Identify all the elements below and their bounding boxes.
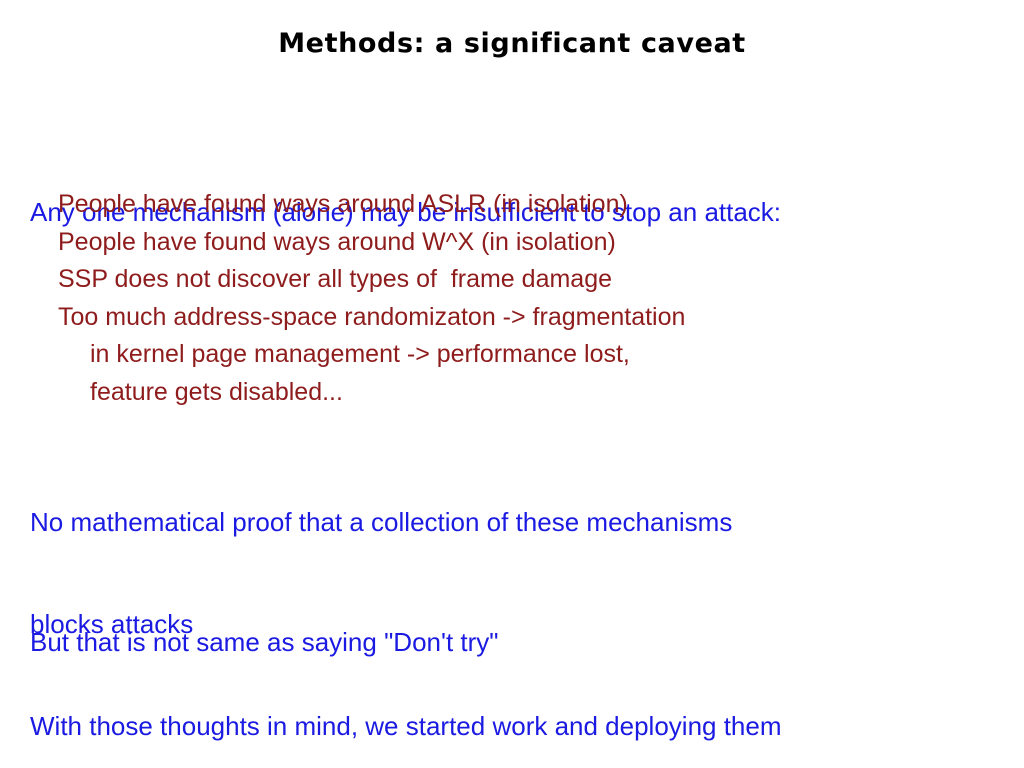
proof-line-2: blocks attacks (30, 609, 194, 639)
but-paragraph: But that is not same as saying "Don't tr… (30, 557, 970, 727)
list-item: SSP does not discover all types of frame… (58, 265, 613, 293)
list-item: feature gets disabled... (90, 377, 343, 406)
intro-line-1: Any one mechanism (alone) may be insuffi… (30, 197, 782, 227)
list-item: Too much address-space randomizaton -> f… (58, 302, 686, 331)
list-item: in kernel page management -> performance… (90, 340, 630, 368)
proof-line-1: No mathematical proof that a collection … (30, 507, 733, 537)
list-item: People have found ways around ASLR (in i… (58, 190, 628, 218)
but-line-1: But that is not same as saying "Don't tr… (30, 627, 499, 657)
closing-line-1: With those thoughts in mind, we started … (30, 711, 782, 741)
intro-paragraph: Any one mechanism (alone) may be insuffi… (30, 127, 970, 297)
proof-paragraph: No mathematical proof that a collection … (30, 437, 970, 709)
page-title: Methods: a significant caveat (278, 28, 746, 59)
caveat-list: People have found ways around ASLR (in i… (58, 186, 988, 411)
closing-paragraph: With those thoughts in mind, we started … (30, 641, 970, 768)
list-item: People have found ways around W^X (in is… (58, 227, 616, 256)
